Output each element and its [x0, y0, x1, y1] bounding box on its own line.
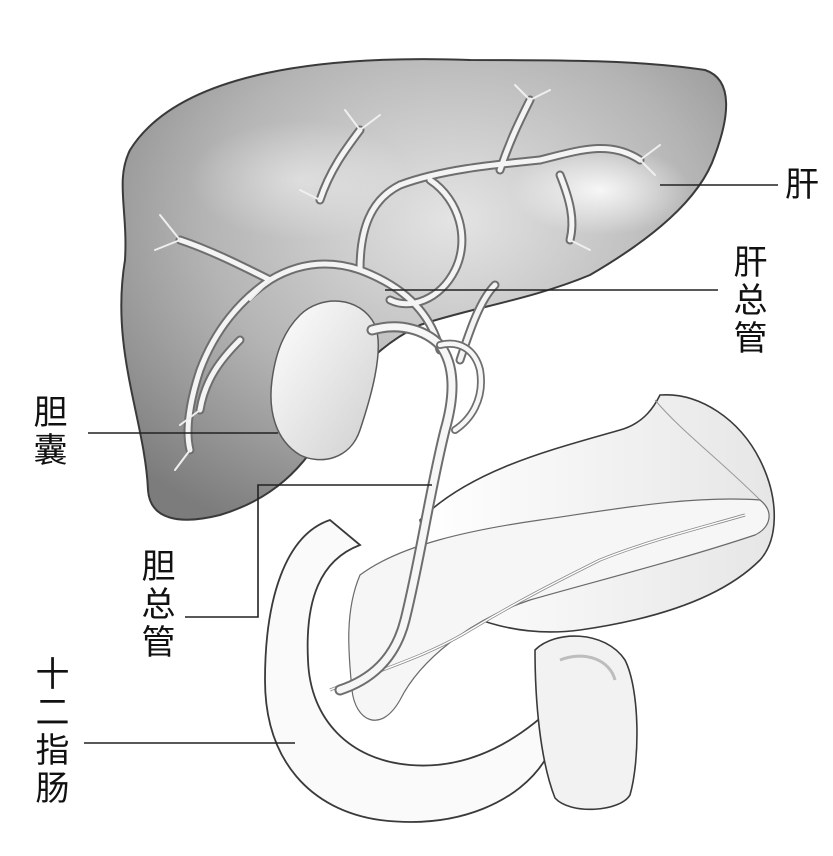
liver-highlight: [510, 145, 690, 235]
hepatic-duct-tree: [154, 84, 661, 471]
label-gallbladder: 胆囊: [27, 394, 67, 470]
leader-lines: [84, 184, 778, 744]
label-duodenum: 十二指肠: [29, 656, 69, 808]
label-common-hepatic-duct: 肝总管: [727, 244, 767, 358]
leader-line-common-bile-duct: [185, 484, 432, 618]
stomach-fold: [654, 399, 761, 501]
jejunum-shade: [559, 654, 617, 681]
label-liver: 肝: [785, 165, 819, 205]
liver-highlight-2: [190, 120, 410, 240]
label-common-bile-duct: 胆总管: [135, 548, 175, 662]
pancreas-shape: [348, 498, 770, 721]
jejunum-shape: [534, 635, 638, 811]
pancreatic-duct-inner: [329, 514, 746, 691]
gallbladder-shape: [270, 300, 379, 461]
bile-ducts: [334, 321, 485, 696]
